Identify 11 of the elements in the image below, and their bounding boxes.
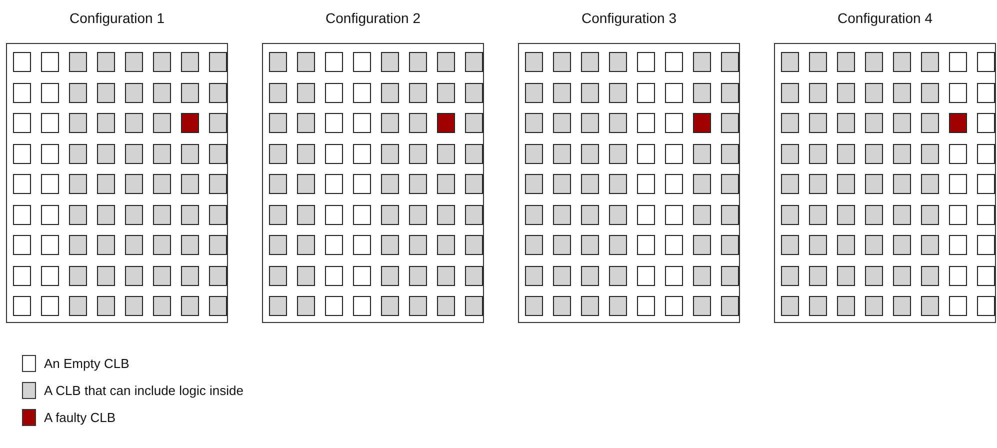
legend-label: An Empty CLB [44,356,130,371]
legend-label: A CLB that can include logic inside [44,383,244,398]
fpga-grid-panel [774,43,996,323]
panel-heading: Configuration 3 [582,10,676,26]
panel-heading: Configuration 4 [838,10,932,26]
fpga-grid-panel [6,43,228,323]
panel-heading: Configuration 2 [326,10,420,26]
fpga-grid-panel [262,43,484,323]
fpga-grid-panel [518,43,740,323]
legend-label: A faulty CLB [44,410,116,425]
panel-heading: Configuration 1 [70,10,164,26]
